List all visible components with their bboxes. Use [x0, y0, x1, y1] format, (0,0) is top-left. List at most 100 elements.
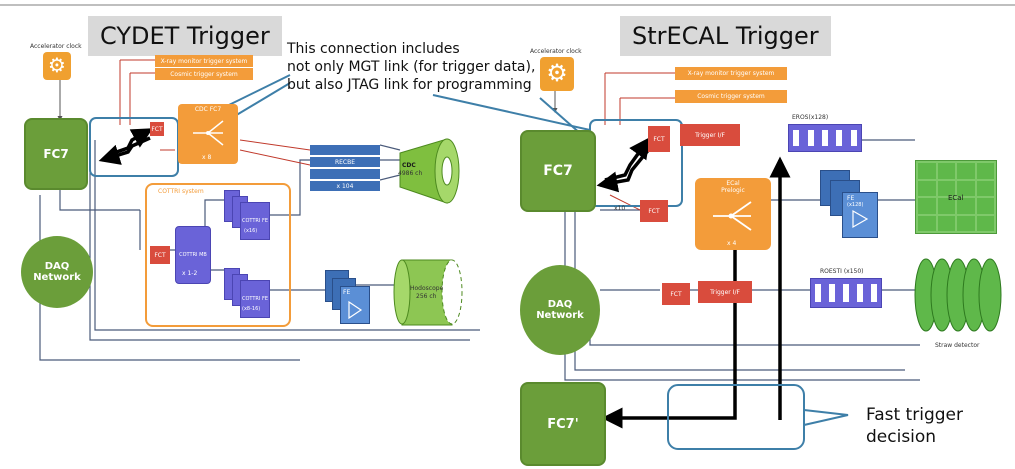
fanout-icon: [713, 201, 752, 231]
cdc-detector: [399, 138, 460, 204]
cottri-system-label: COTTRI system: [158, 188, 204, 195]
right-cosmic-trigger: Cosmic trigger system: [675, 90, 787, 103]
recbe-strip-2: RECBE: [310, 157, 380, 167]
ecal-cell: [957, 180, 975, 196]
straw-detector-label: Straw detector: [935, 342, 980, 349]
cottri-fe-lower-count: (x8-16): [242, 306, 261, 312]
cottri-fe-upper-count: (x16): [244, 228, 258, 234]
left-daq-network: DAQ Network: [21, 236, 93, 308]
ecal-cell: [957, 215, 975, 231]
eros-slot: [807, 130, 814, 146]
right-trigger-if-top: Trigger I/F: [680, 124, 740, 146]
left-fc7-board: FC7: [24, 118, 88, 190]
cottri-fe-lower: COTTRI FE: [240, 280, 270, 318]
cottri-fe-lower-label: COTTRI FE: [241, 296, 269, 302]
cottri-mb: COTTRI MB: [175, 226, 211, 284]
ecal-cell: [976, 198, 994, 214]
right-fct-mid: FCT: [640, 200, 668, 222]
ecal-prelogic-count: x 4: [727, 240, 737, 247]
hodoscope-label: Hodoscope: [410, 285, 444, 292]
ecal-cell: [937, 215, 955, 231]
ecal-prelogic-label-2: Prelogic: [721, 187, 745, 194]
eros-slot: [793, 130, 800, 146]
rodesti-slot: [843, 284, 849, 302]
right-accelerator-clock-label: Accelerator clock: [530, 48, 582, 55]
ecal-label: ECal: [948, 194, 964, 202]
left-accelerator-clock-label: Accelerator clock: [30, 43, 82, 50]
recbe-strip-1: [310, 145, 380, 155]
cottri-mb-label: COTTRI MB: [179, 252, 207, 258]
hodoscope-detector: [393, 259, 463, 326]
cdc-fc7-block: CDC FC7 x 8: [178, 104, 238, 164]
ecal-cell: [957, 198, 975, 214]
right-trigger-if-bottom: Trigger I/F: [698, 281, 752, 303]
right-fc7-board: FC7: [520, 130, 596, 212]
hodoscope-channels: 256 ch: [416, 293, 437, 300]
ecal-cell: [937, 198, 955, 214]
eros-label: EROS(x128): [792, 114, 829, 121]
cottri-fe-upper-label: COTTRI FE: [241, 218, 269, 224]
right-daq-line1: DAQ: [547, 299, 573, 310]
left-daq-line1: DAQ: [44, 261, 70, 272]
fc7-prime-board: FC7': [520, 382, 606, 466]
cydet-title: CYDET Trigger: [88, 16, 282, 56]
left-xray-monitor: X-ray monitor trigger system: [155, 55, 253, 67]
ecal-prelogic-block: ECal Prelogic x 4: [695, 178, 771, 250]
left-fct-bottom: FCT: [150, 246, 170, 264]
right-fct-top: FCT: [648, 126, 670, 152]
left-cosmic-trigger: Cosmic trigger system: [155, 68, 253, 80]
left-fe-triangle-icon: [348, 300, 363, 320]
recbe-strip-3: [310, 169, 380, 179]
ecal-detector: [915, 160, 997, 234]
left-clock-icon: ⚙: [43, 52, 71, 80]
left-fe-front: FE: [340, 286, 370, 324]
connection-callout-line3: but also JTAG link for programming: [287, 77, 532, 93]
rodesti-label: ROESTI (x150): [820, 268, 864, 275]
left-daq-line2: Network: [33, 272, 81, 283]
left-fct-top: FCT: [150, 122, 164, 136]
cdc-fc7-count: x 8: [202, 154, 212, 161]
ecal-cell: [918, 198, 936, 214]
right-clock-icon: ⚙: [540, 57, 574, 91]
right-xray-monitor: X-ray monitor trigger system: [675, 67, 787, 80]
right-fe-front: FE (x128): [842, 192, 878, 238]
eros-slot: [821, 130, 828, 146]
recbe-strip-4: x 104: [310, 181, 380, 191]
ecal-cell: [918, 215, 936, 231]
fast-trigger-line2: decision: [866, 427, 937, 447]
ecal-cell: [937, 180, 955, 196]
connection-callout-line2: not only MGT link (for trigger data),: [287, 59, 536, 75]
eros-slot: [850, 130, 857, 146]
rodesti-slot: [829, 284, 835, 302]
rodesti-block: [810, 278, 882, 308]
gear-icon: ⚙: [546, 60, 568, 87]
connection-callout-line1: This connection includes: [287, 41, 460, 57]
ecal-cell: [937, 163, 955, 179]
cdc-fc7-label: CDC FC7: [194, 106, 222, 113]
rodesti-slot: [815, 284, 821, 302]
right-fct-bottom: FCT: [662, 283, 690, 305]
cottri-fe-upper: COTTRI FE: [240, 202, 270, 240]
right-x10-label: x10: [614, 205, 626, 212]
cdc-label: CDC: [402, 162, 416, 169]
ecal-cell: [976, 215, 994, 231]
ecal-cell: [976, 163, 994, 179]
ecal-prelogic-label-1: ECal: [726, 180, 740, 187]
left-fe-label: FE: [343, 289, 351, 296]
ecal-cell: [957, 163, 975, 179]
right-daq-network: DAQ Network: [520, 265, 600, 355]
right-fe-triangle-icon: [852, 209, 869, 229]
cdc-channels: 4986 ch: [398, 170, 423, 177]
ecal-cell: [918, 180, 936, 196]
right-fe-count: (x128): [847, 202, 864, 208]
right-daq-line2: Network: [536, 310, 584, 321]
straw-detector: [914, 258, 1002, 332]
top-rule: [0, 4, 1015, 6]
eros-slot: [836, 130, 843, 146]
strecal-title: StrECAL Trigger: [620, 16, 831, 56]
cottri-mb-count: x 1-2: [182, 270, 198, 277]
cottri-system-frame: [145, 183, 291, 327]
fanout-icon: [193, 120, 224, 146]
connection-callout: This connection includes not only MGT li…: [287, 40, 535, 94]
